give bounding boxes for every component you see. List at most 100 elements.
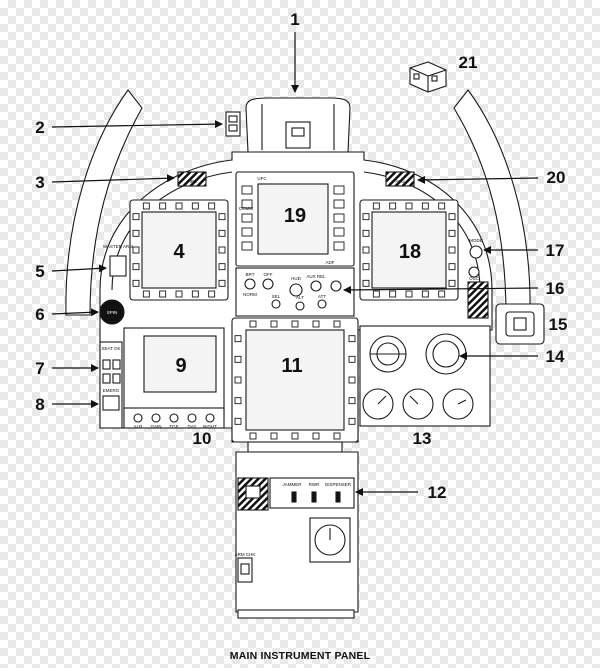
ufc-left-key[interactable] [241,241,253,251]
right-ddi-top-button[interactable] [372,202,380,210]
callout-8: 8 [35,395,44,414]
center-mpcd-bottom-button[interactable] [291,432,299,440]
left-ddi-left-button[interactable] [132,229,140,237]
ufc-right-key[interactable] [333,199,345,209]
label-sel: SEL [272,294,281,299]
right-ddi-top-button[interactable] [405,202,413,210]
ufc-right-key[interactable] [333,241,345,251]
center-mpcd-bottom-button[interactable] [333,432,341,440]
item-5-switch [109,255,127,277]
center-mpcd-left-button[interactable] [234,355,242,363]
left-ddi-bottom-button[interactable] [142,290,150,298]
right-ddi-top-button[interactable] [421,202,429,210]
ufc-left-key[interactable] [241,213,253,223]
callout-1: 1 [290,10,299,29]
center-mpcd-top-button[interactable] [291,320,299,328]
ufc-left-key[interactable] [241,185,253,195]
right-ddi-bottom-button[interactable] [389,290,397,298]
callout-12: 12 [428,483,447,502]
callout-19: 19 [284,205,306,227]
left-ddi-top-button[interactable] [159,202,167,210]
callout-3: 3 [35,173,44,192]
left-ddi-top-button[interactable] [191,202,199,210]
center-mpcd-bottom-button[interactable] [312,432,320,440]
left-ddi-right-button[interactable] [218,263,226,271]
right-ddi-right-button[interactable] [448,213,456,221]
right-ddi-bottom-button[interactable] [421,290,429,298]
right-ddi-bottom-button[interactable] [405,290,413,298]
center-mpcd-right-button[interactable] [348,355,356,363]
callout-21: 21 [459,53,478,72]
center-mpcd-right-button[interactable] [348,417,356,425]
left-ddi-bottom-button[interactable] [191,290,199,298]
center-mpcd-top-button[interactable] [249,320,257,328]
left-ddi-bottom-button[interactable] [175,290,183,298]
label-comm: COMM [239,206,253,211]
center-mpcd-right-button[interactable] [348,376,356,384]
callout-6: 6 [35,305,44,324]
callout-4: 4 [173,241,185,263]
right-ddi-left-button[interactable] [362,229,370,237]
right-ddi-left-button[interactable] [362,279,370,287]
center-mpcd-bottom-button[interactable] [270,432,278,440]
right-ddi-right-button[interactable] [448,263,456,271]
ufc-right-key[interactable] [333,227,345,237]
callout-18: 18 [399,241,421,263]
ufc-left-key[interactable] [241,227,253,237]
right-ddi-left-button[interactable] [362,213,370,221]
left-ddi-right-button[interactable] [218,279,226,287]
label-osc: OSC [469,276,480,281]
label-aux-rel: AUX REL [306,274,326,279]
center-mpcd-left-button[interactable] [234,376,242,384]
callout-20: 20 [547,168,566,187]
center-mpcd-left-button[interactable] [234,397,242,405]
left-ddi-right-button[interactable] [218,213,226,221]
ufc-right-key[interactable] [333,185,345,195]
left-ddi-left-button[interactable] [132,246,140,254]
item-17-knob [469,245,483,259]
center-mpcd-top-button[interactable] [270,320,278,328]
center-mpcd-left-button[interactable] [234,335,242,343]
center-mpcd-bottom-button[interactable] [249,432,257,440]
center-mpcd-top-button[interactable] [333,320,341,328]
center-mpcd-right-button[interactable] [348,397,356,405]
right-ddi-top-button[interactable] [438,202,446,210]
right-caution-panel [385,171,415,187]
left-ddi-top-button[interactable] [175,202,183,210]
label-norm: NORM [243,292,257,297]
callout-11: 11 [281,355,302,377]
left-switch-stack [99,341,123,429]
right-ddi-right-button[interactable] [448,246,456,254]
left-ddi-top-button[interactable] [208,202,216,210]
right-ddi-bottom-button[interactable] [372,290,380,298]
right-ddi-right-button[interactable] [448,279,456,287]
left-ddi-top-button[interactable] [142,202,150,210]
label-emerg: EMERG [103,388,120,393]
left-ddi-bottom-button[interactable] [208,290,216,298]
center-mpcd-left-button[interactable] [234,417,242,425]
right-ddi-left-button[interactable] [362,263,370,271]
right-ddi-bottom-button[interactable] [438,290,446,298]
spin-recovery-placard [99,299,125,325]
label-fire: FIRE [187,179,197,184]
left-ddi-left-button[interactable] [132,279,140,287]
label-dispenser: DISPENSER [325,482,352,487]
callout-14: 14 [546,347,565,366]
left-lower-screen [143,335,217,393]
left-ddi-bottom-button[interactable] [159,290,167,298]
callout-10: 10 [193,429,212,448]
left-ddi-bezel-buttons [132,202,226,298]
right-ddi-screen [371,211,447,289]
right-ddi-top-button[interactable] [389,202,397,210]
left-ddi-left-button[interactable] [132,263,140,271]
right-ddi-right-button[interactable] [448,229,456,237]
left-ddi-right-button[interactable] [218,229,226,237]
left-ddi-right-button[interactable] [218,246,226,254]
center-mpcd-top-button[interactable] [312,320,320,328]
ufc-right-key[interactable] [333,213,345,223]
left-ddi-left-button[interactable] [132,213,140,221]
center-mpcd-right-button[interactable] [348,335,356,343]
ufc-left-key[interactable] [241,199,253,209]
right-ddi-left-button[interactable] [362,246,370,254]
